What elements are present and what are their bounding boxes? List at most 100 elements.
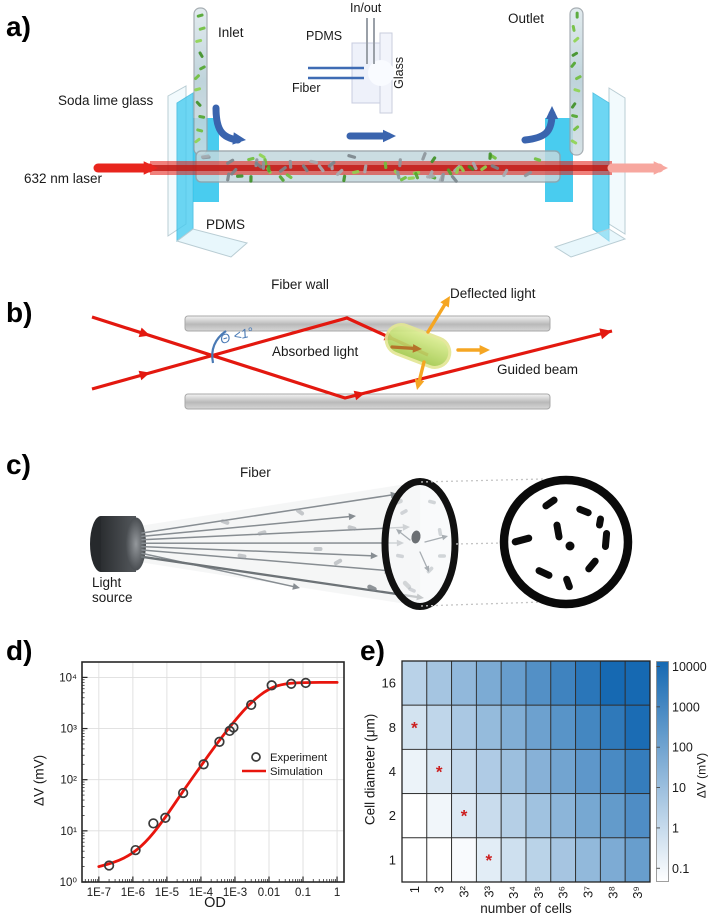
y-tick-label: 10³	[60, 724, 77, 736]
panel-c-graphic	[90, 475, 633, 610]
heatmap-cell	[550, 748, 577, 795]
legend-simulation: Simulation	[270, 766, 323, 778]
outlet-label: Outlet	[508, 11, 545, 26]
colorbar-tick-label: 0.1	[672, 862, 689, 876]
e-y-axis-label: Cell diameter (μm)	[362, 713, 378, 826]
inset-glass-label: Glass	[392, 56, 407, 89]
y-tick-label: 16	[382, 676, 396, 691]
heatmap-cell	[599, 748, 626, 795]
cells-in-channel	[194, 11, 582, 183]
y-tick-label: 8	[389, 720, 396, 735]
heatmap-cell	[500, 748, 527, 795]
heatmap-cell	[624, 660, 651, 706]
x-tick-label: 3⁵	[531, 886, 546, 899]
asterisk-annotation: *	[411, 718, 418, 737]
x-tick-label: 1E-4	[189, 887, 214, 899]
heatmap-cell	[426, 704, 453, 750]
cross-section-circle	[499, 475, 633, 609]
heatmap-cell	[475, 793, 502, 839]
heatmap-cell	[401, 748, 428, 795]
heatmap-cell	[426, 660, 453, 706]
heatmap-cell	[500, 793, 527, 839]
heatmap-cell	[401, 660, 428, 706]
heatmap-cell	[575, 793, 601, 839]
heatmap-cell	[451, 748, 477, 795]
colorbar-tick-label: 10000	[672, 660, 707, 674]
heatmap-cell	[550, 837, 577, 883]
soda-lime-glass-label: Soda lime glass	[58, 93, 154, 108]
laser-beam	[93, 161, 668, 175]
grid-lines	[82, 662, 344, 882]
panel-label-e: e)	[360, 635, 385, 666]
x-tick-label: 1E-6	[121, 887, 145, 899]
asterisk-annotation: *	[485, 851, 492, 870]
heatmap-cell	[550, 704, 577, 750]
heatmap-cell	[401, 793, 428, 839]
fiber-label: Fiber	[240, 465, 271, 480]
inset-fiber-label: Fiber	[292, 81, 321, 95]
flow-arrows	[212, 104, 559, 145]
heatmap-cell	[550, 793, 577, 839]
heatmap-cell	[426, 748, 453, 795]
heatmap-cell	[451, 837, 477, 883]
colorbar-tick-label: 1	[672, 821, 679, 835]
angle-arc	[211, 330, 227, 364]
heatmap-cell	[475, 660, 502, 706]
magnify-lines	[420, 478, 544, 607]
bacterium-cell	[384, 323, 452, 369]
guided-beam-label: Guided beam	[497, 362, 579, 377]
x-tick-label: 3⁶	[556, 886, 571, 899]
panel-a-graphic	[93, 7, 668, 258]
heatmap-cell	[500, 660, 527, 706]
fiber-walls	[184, 315, 551, 410]
y-tick-label: 10⁴	[59, 672, 77, 684]
deflected-light-label: Deflected light	[450, 286, 536, 301]
panel-b-graphic	[91, 296, 613, 410]
x-tick-label: 3⁴	[506, 886, 521, 899]
x-tick-label: 3	[432, 886, 447, 893]
x-tick-label: 0.01	[258, 887, 280, 899]
x-tick-label: 0.1	[295, 887, 311, 899]
outlet-tube	[569, 7, 584, 156]
heatmap-cell	[624, 748, 651, 795]
x-tick-label: 1	[334, 887, 340, 899]
heatmap-cell	[624, 837, 651, 883]
panel-label-c: c)	[6, 449, 31, 480]
y-tick-label: 10¹	[60, 826, 77, 838]
heatmap-cell	[575, 748, 601, 795]
heatmap-cell	[451, 660, 477, 706]
inset-device	[308, 18, 394, 114]
heatmap-cell	[550, 660, 577, 706]
heatmap-cell	[500, 704, 527, 750]
x-tick-label: 1E-5	[155, 887, 179, 899]
x-tick-label: 1	[407, 886, 422, 893]
detection-limit-asterisks: ****	[411, 718, 492, 870]
fiber-wall-label: Fiber wall	[271, 277, 329, 292]
heatmap-cell	[575, 660, 601, 706]
heatmap-cell	[475, 748, 502, 795]
heatmap-cell	[525, 793, 552, 839]
e-x-axis-label: number of cells	[480, 901, 572, 916]
heatmap-cell	[451, 704, 477, 750]
x-tick-label: 3³	[481, 885, 496, 897]
d-x-axis-label: OD	[204, 895, 226, 911]
heatmap-cell	[599, 837, 626, 883]
experiment-points	[103, 677, 311, 871]
heatmap-cell	[525, 748, 552, 795]
deflected-arrows	[390, 296, 490, 390]
fiber-end-circle	[381, 478, 459, 610]
panel-label-b: b)	[6, 297, 33, 328]
inset-inout-label: In/out	[350, 1, 382, 15]
panel-label-d: d)	[6, 635, 33, 666]
inset-pdms-label: PDMS	[306, 29, 343, 43]
simulation-line	[97, 681, 339, 868]
heatmap-cell	[475, 704, 502, 750]
heatmap-cell	[426, 793, 453, 839]
